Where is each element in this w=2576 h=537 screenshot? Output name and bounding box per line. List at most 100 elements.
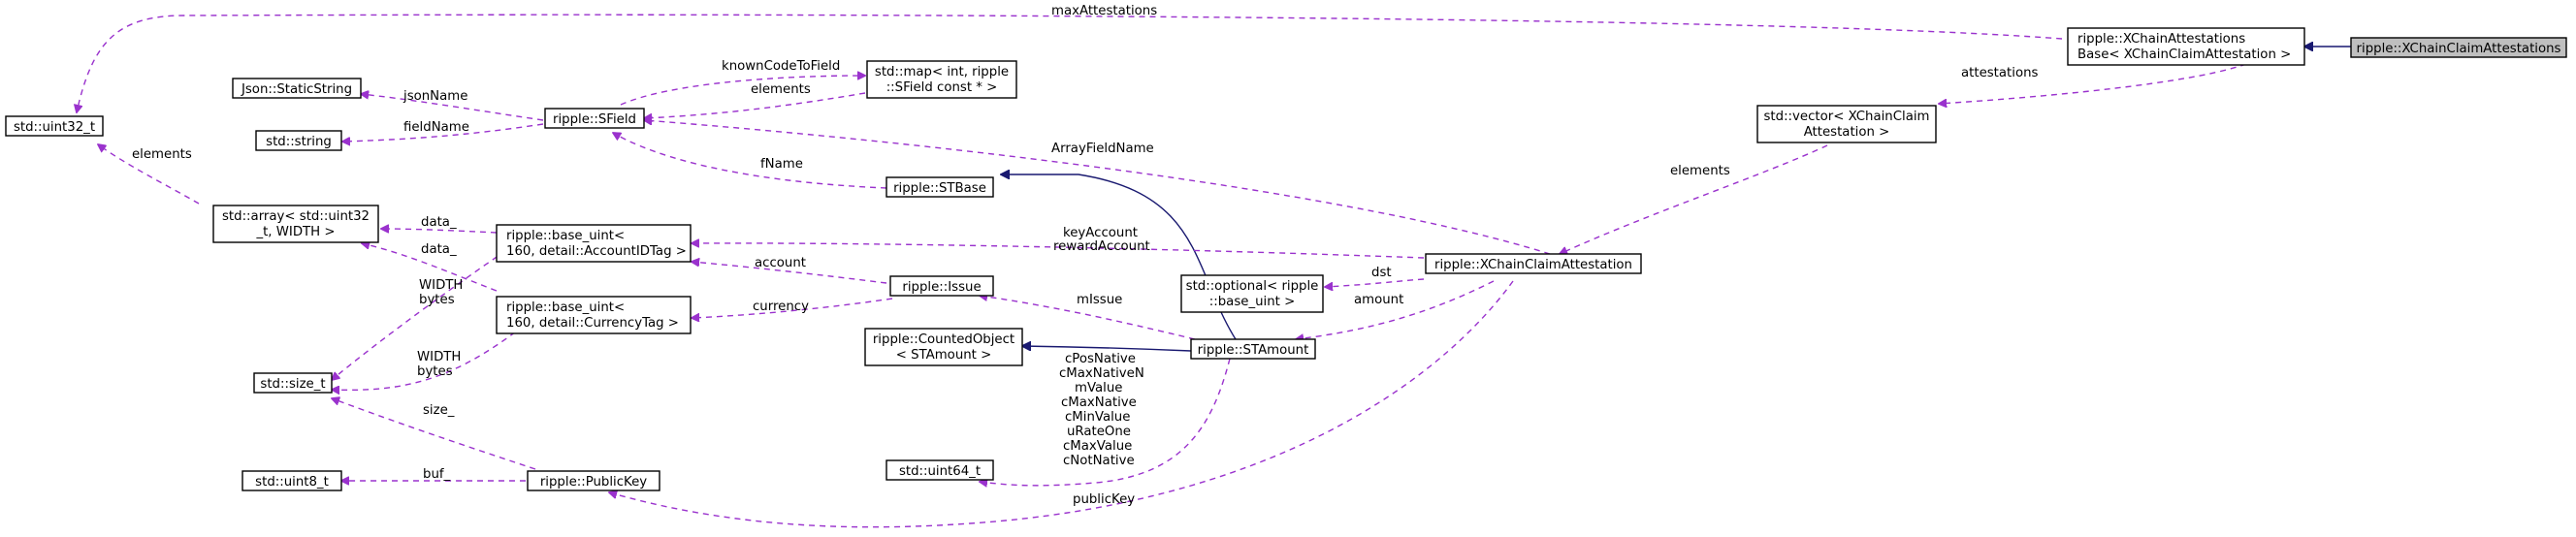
node-json-staticstring[interactable]: Json::StaticString <box>232 78 362 99</box>
svg-text:std::size_t: std::size_t <box>260 377 325 392</box>
label-size: size_ <box>423 403 455 418</box>
label-elements-map: elements <box>751 82 811 97</box>
edge-fname <box>613 133 887 189</box>
label-attestations: attestations <box>1961 66 2039 80</box>
label-width-2: WIDTH <box>417 350 461 364</box>
edge-stbase-to-stamount <box>1001 174 1237 340</box>
node-std-string[interactable]: std::string <box>255 130 342 151</box>
node-ripple-sfield[interactable]: ripple::SField <box>544 108 645 129</box>
label-stamount-member-7: cNotNative <box>1063 454 1135 468</box>
node-xchainclaimattestation[interactable]: ripple::XChainClaimAttestation <box>1425 253 1642 274</box>
edge-missue <box>980 296 1196 340</box>
svg-text:ripple::base_uint<: ripple::base_uint< <box>506 300 625 315</box>
label-keyaccount: keyAccount <box>1063 226 1138 240</box>
node-base-uint-currencytag[interactable]: ripple::base_uint< 160, detail::Currency… <box>496 296 692 334</box>
svg-text:std::uint32_t: std::uint32_t <box>14 120 95 135</box>
node-std-uint64[interactable]: std::uint64_t <box>886 459 994 481</box>
node-std-uint32[interactable]: std::uint32_t <box>5 115 104 137</box>
edge-stamount-members <box>980 358 1231 486</box>
svg-text:ripple::PublicKey: ripple::PublicKey <box>540 475 647 490</box>
svg-text:Json::StaticString: Json::StaticString <box>241 82 352 97</box>
label-bytes-1: bytes <box>419 293 455 307</box>
svg-text:160, detail::CurrencyTag >: 160, detail::CurrencyTag > <box>506 316 679 331</box>
svg-text:::SField const * >: ::SField const * > <box>886 80 998 95</box>
label-amount: amount <box>1354 293 1403 307</box>
svg-text:Attestation >: Attestation > <box>1804 125 1890 140</box>
node-ripple-stamount[interactable]: ripple::STAmount <box>1190 338 1316 360</box>
edge-elements-uint32 <box>98 144 200 205</box>
label-fieldname: fieldName <box>403 120 469 135</box>
label-buf: buf_ <box>423 467 451 482</box>
svg-text:160, detail::AccountIDTag >: 160, detail::AccountIDTag > <box>506 244 687 259</box>
label-maxattestations: maxAttestations <box>1051 4 1157 18</box>
label-missue: mIssue <box>1077 293 1122 307</box>
node-ripple-publickey[interactable]: ripple::PublicKey <box>527 470 660 491</box>
node-std-array[interactable]: std::array< std::uint32 _t, WIDTH > <box>212 205 379 243</box>
svg-text:ripple::XChainAttestations: ripple::XChainAttestations <box>2077 32 2245 47</box>
svg-text:std::uint64_t: std::uint64_t <box>899 464 981 479</box>
label-data-cur: data_ <box>421 242 457 257</box>
svg-text:std::uint8_t: std::uint8_t <box>255 475 329 490</box>
node-base-uint-accountidtag[interactable]: ripple::base_uint< 160, detail::AccountI… <box>496 224 692 263</box>
node-xchainattestationsbase[interactable]: ripple::XChainAttestations Base< XChainC… <box>2067 27 2305 66</box>
svg-text:Base< XChainClaimAttestation >: Base< XChainClaimAttestation > <box>2077 47 2291 62</box>
edge-publickey <box>609 280 1514 528</box>
label-data-acct: data_ <box>421 215 457 230</box>
edge-attestations <box>1939 63 2247 104</box>
label-arrayfieldname: ArrayFieldName <box>1051 142 1154 156</box>
label-knowncodetofield: knownCodeToField <box>722 59 840 74</box>
edge-account <box>692 262 887 284</box>
label-stamount-member-4: cMinValue <box>1065 410 1130 425</box>
node-countedobject[interactable]: ripple::CountedObject < STAmount > <box>864 328 1023 366</box>
edge-size <box>332 398 536 470</box>
svg-text:ripple::CountedObject: ripple::CountedObject <box>873 332 1014 347</box>
edge-knowncodetofield <box>620 76 865 106</box>
svg-text:ripple::Issue: ripple::Issue <box>902 280 981 295</box>
svg-text:std::vector< XChainClaim: std::vector< XChainClaim <box>1764 110 1930 124</box>
label-elements-vector: elements <box>1670 164 1730 178</box>
svg-text:std::array< std::uint32: std::array< std::uint32 <box>222 209 370 224</box>
label-stamount-member-5: uRateOne <box>1067 425 1131 439</box>
svg-text:::base_uint >: ::base_uint > <box>1209 295 1295 309</box>
label-currency: currency <box>753 300 809 314</box>
node-std-optional[interactable]: std::optional< ripple ::base_uint > <box>1180 274 1324 313</box>
node-std-map[interactable]: std::map< int, ripple ::SField const * > <box>866 60 1017 99</box>
svg-text:ripple::STBase: ripple::STBase <box>893 181 986 196</box>
label-stamount-member-1: cMaxNativeN <box>1059 366 1144 381</box>
edge-width-bytes-2 <box>332 325 525 390</box>
node-ripple-stbase[interactable]: ripple::STBase <box>886 176 994 198</box>
svg-text:_t, WIDTH >: _t, WIDTH > <box>255 225 335 239</box>
label-stamount-member-6: cMaxValue <box>1063 439 1132 454</box>
label-bytes-2: bytes <box>417 364 453 379</box>
edge-currency <box>692 298 893 318</box>
node-std-uint8[interactable]: std::uint8_t <box>242 470 342 491</box>
svg-text:ripple::XChainClaimAttestation: ripple::XChainClaimAttestations <box>2357 42 2561 56</box>
svg-text:ripple::XChainClaimAttestation: ripple::XChainClaimAttestation <box>1434 258 1632 272</box>
edge-elements-map <box>644 92 866 118</box>
edge-jsonname <box>361 94 544 121</box>
edge-amount <box>1296 280 1495 339</box>
node-std-size-t[interactable]: std::size_t <box>253 372 333 394</box>
svg-text:ripple::base_uint<: ripple::base_uint< <box>506 229 625 243</box>
edge-data-acct <box>381 229 498 234</box>
svg-text:std::optional< ripple: std::optional< ripple <box>1186 279 1319 294</box>
node-ripple-issue[interactable]: ripple::Issue <box>889 275 994 297</box>
edge-dst <box>1325 278 1425 287</box>
edge-keyaccount <box>692 243 1425 259</box>
edge-width-bytes-1 <box>332 237 525 380</box>
label-publickey: publicKey <box>1073 492 1135 507</box>
label-rewardaccount: rewardAccount <box>1053 239 1150 254</box>
edge-elements-vector <box>1560 144 1828 254</box>
label-account: account <box>755 256 806 270</box>
svg-text:< STAmount >: < STAmount > <box>896 348 992 363</box>
node-std-vector[interactable]: std::vector< XChainClaim Attestation > <box>1756 105 1937 143</box>
edge-counted-to-stamount <box>1022 346 1192 352</box>
edge-maxattestations <box>77 14 2063 112</box>
edge-arrayfieldname <box>644 120 1551 255</box>
label-width-1: WIDTH <box>419 278 463 293</box>
label-jsonname: jsonName <box>402 89 467 104</box>
label-fname: fName <box>760 157 803 172</box>
node-xchainclaimattestations[interactable]: ripple::XChainClaimAttestations <box>2350 37 2567 58</box>
label-stamount-member-3: cMaxNative <box>1061 395 1137 410</box>
